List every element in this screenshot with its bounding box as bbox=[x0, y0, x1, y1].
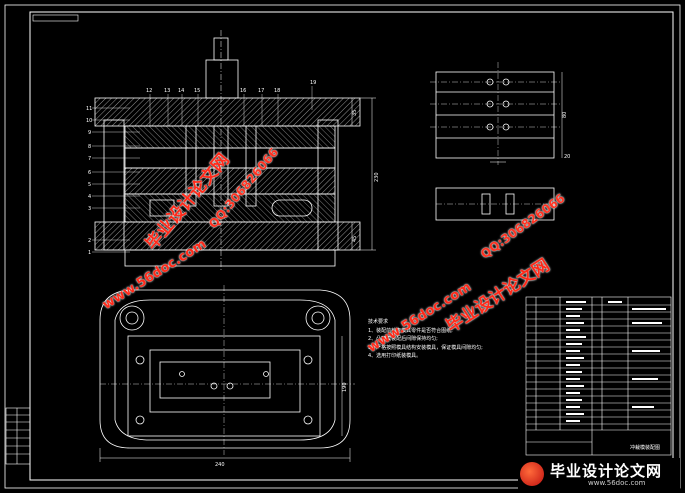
part-label: 17 bbox=[258, 88, 264, 94]
punch-right bbox=[245, 125, 257, 207]
punch-center bbox=[213, 125, 229, 207]
part-label: 18 bbox=[274, 88, 280, 94]
plan-view bbox=[99, 285, 355, 462]
dim-base-width: 240 bbox=[215, 462, 225, 468]
part-label: 5 bbox=[88, 182, 91, 188]
part-label: 2 bbox=[88, 238, 91, 244]
spring-block bbox=[271, 199, 313, 217]
dim-punch-height: 35 bbox=[352, 110, 358, 116]
part-label: 10 bbox=[86, 118, 92, 124]
punch-holder bbox=[124, 125, 336, 149]
part-label: 8 bbox=[88, 144, 91, 150]
dim-strip-width: 80 bbox=[562, 112, 568, 118]
bottom-stand bbox=[124, 249, 336, 267]
part-label: 14 bbox=[178, 88, 184, 94]
punch-left bbox=[185, 125, 197, 207]
dim-lower-height: 45 bbox=[352, 236, 358, 242]
revision-block bbox=[5, 407, 31, 465]
front-section-view bbox=[92, 30, 376, 270]
notes-title: 技术要求 bbox=[368, 319, 389, 325]
part-number-labels-left: 11 10 9 8 7 6 5 4 3 2 1 bbox=[86, 106, 92, 256]
part-label: 4 bbox=[88, 194, 91, 200]
logo-url: www.56doc.com bbox=[588, 479, 646, 487]
dim-strip-pitch: 20 bbox=[564, 154, 570, 160]
part-number-labels-top: 12 13 14 15 16 17 18 19 bbox=[146, 80, 316, 94]
parts-list-rows bbox=[526, 304, 671, 443]
part-label: 6 bbox=[88, 170, 91, 176]
base-inner-outline bbox=[114, 299, 336, 441]
strip-channel bbox=[159, 361, 271, 399]
strip-layout-view bbox=[430, 62, 563, 221]
note-item-2: 2、凸凹模装配后间隙保持均匀; bbox=[368, 336, 438, 342]
part-label: 16 bbox=[240, 88, 246, 94]
shank-body bbox=[205, 59, 239, 99]
part-label: 7 bbox=[88, 156, 91, 162]
logo-emblem-icon bbox=[520, 462, 544, 486]
die-plate bbox=[124, 167, 336, 195]
lower-die-plate bbox=[124, 193, 336, 223]
site-logo: 毕业设计论文网 www.56doc.com bbox=[518, 458, 680, 490]
sheet-outer-border bbox=[4, 4, 681, 489]
locator-block bbox=[149, 199, 175, 217]
sheet-inner-border bbox=[29, 11, 674, 481]
part-label: 19 bbox=[310, 80, 316, 86]
guide-hole-left bbox=[119, 305, 145, 331]
part-label: 3 bbox=[88, 206, 91, 212]
logo-text: 毕业设计论文网 bbox=[550, 462, 663, 480]
die-cavity bbox=[149, 349, 301, 413]
technical-notes: 技术要求 1、装配前检查模具零件是否符合图纸; 2、凸凹模装配后间隙保持均匀; … bbox=[368, 318, 483, 361]
note-item-1: 1、装配前检查模具零件是否符合图纸; bbox=[368, 327, 453, 334]
title-block bbox=[525, 296, 672, 456]
title-drawing-name: 冲裁模装配图 bbox=[630, 444, 660, 451]
lower-base-plate bbox=[94, 221, 361, 251]
sheet-corner-label bbox=[32, 14, 79, 22]
base-outline bbox=[99, 289, 351, 449]
part-label: 9 bbox=[88, 130, 91, 136]
guide-hole-right bbox=[305, 305, 331, 331]
part-label: 1 bbox=[88, 250, 91, 256]
part-label: 13 bbox=[164, 88, 170, 94]
dim-total-height: 230 bbox=[374, 172, 380, 182]
dim-base-depth: 190 bbox=[342, 382, 348, 392]
upper-die-plate bbox=[94, 97, 361, 127]
parts-list-text-marks bbox=[566, 301, 666, 422]
part-label: 12 bbox=[146, 88, 152, 94]
note-item-4: 4、选用打印纸装模具。 bbox=[368, 353, 422, 359]
part-label: 15 bbox=[194, 88, 200, 94]
parts-list-table bbox=[525, 296, 672, 456]
part-label: 11 bbox=[86, 106, 92, 112]
note-item-3: 3、严格按照模具结构安装模具，保证模具间隙均匀; bbox=[368, 344, 483, 351]
